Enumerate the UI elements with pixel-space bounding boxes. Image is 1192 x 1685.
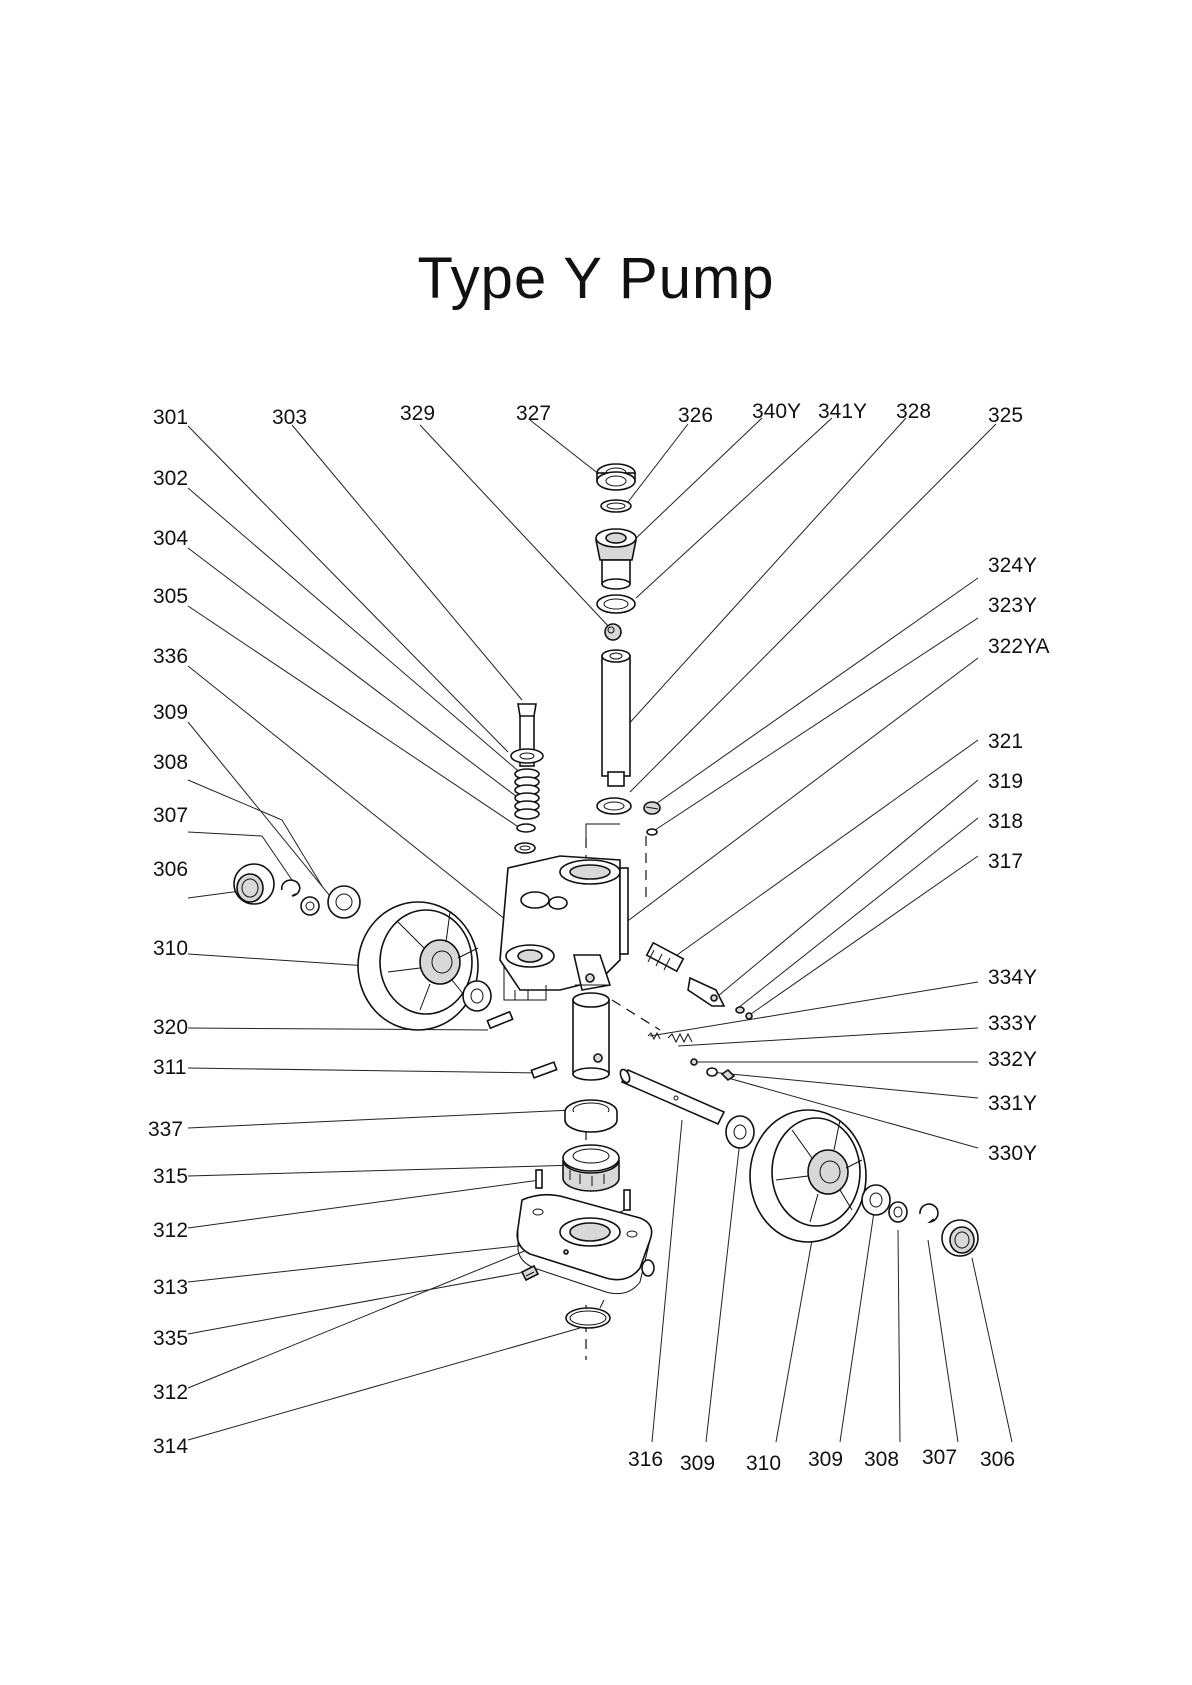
bearing-309-right [862, 1185, 890, 1215]
callout-341y: 341Y [818, 400, 867, 423]
plug-330y [722, 1070, 734, 1080]
callout-332y: 332Y [988, 1048, 1037, 1071]
callout-312-upper: 312 [153, 1219, 188, 1242]
callout-321: 321 [988, 730, 1023, 753]
callout-315: 315 [153, 1165, 188, 1188]
circlip-307-right [920, 1204, 938, 1222]
callout-311: 311 [153, 1056, 186, 1079]
callout-336: 336 [153, 645, 188, 668]
pin-312-left [536, 1170, 542, 1188]
callout-325: 325 [988, 404, 1023, 427]
ring-305 [515, 843, 535, 853]
callout-319: 319 [988, 770, 1023, 793]
callout-314: 314 [153, 1435, 188, 1458]
piston-328 [602, 650, 630, 786]
callout-303: 303 [272, 406, 307, 429]
spring-302 [515, 769, 539, 819]
callout-335: 335 [153, 1327, 188, 1350]
seat-331y [707, 1068, 717, 1076]
callout-301: 301 [153, 406, 188, 429]
callout-309-bottom-a: 309 [680, 1452, 715, 1475]
callout-316: 316 [628, 1448, 663, 1471]
wheel-310-left [358, 902, 478, 1030]
callout-317: 317 [988, 850, 1023, 873]
callout-313: 313 [153, 1276, 188, 1299]
callout-306-left: 306 [153, 858, 188, 881]
callout-306-bottom: 306 [980, 1448, 1015, 1471]
pin-320 [487, 1012, 512, 1028]
callout-309-bottom-b: 309 [808, 1448, 843, 1471]
base-plate-313 [517, 1195, 654, 1294]
callout-304: 304 [153, 527, 188, 550]
washer-323y [647, 829, 657, 835]
circlip-314 [566, 1300, 610, 1328]
wheel-310-right [750, 1110, 866, 1242]
cap-306-left [234, 864, 274, 904]
screw-318 [736, 1007, 744, 1013]
callout-329: 329 [400, 402, 435, 425]
screw-324y [644, 802, 660, 814]
spring-333y [668, 1034, 692, 1042]
pump-body [500, 856, 628, 1000]
seal-337 [565, 1100, 617, 1132]
callout-328: 328 [896, 400, 931, 423]
bearing-309-inner [463, 981, 491, 1011]
pin-312-right [624, 1190, 630, 1210]
callout-324y: 324Y [988, 554, 1037, 577]
fitting-335 [522, 1266, 538, 1280]
callout-340y: 340Y [752, 400, 801, 423]
callout-333y: 333Y [988, 1012, 1037, 1035]
bearing-315 [563, 1145, 619, 1191]
callout-307-bottom: 307 [922, 1446, 957, 1469]
callout-302: 302 [153, 467, 188, 490]
washer-301 [511, 749, 543, 763]
callout-327: 327 [516, 402, 551, 425]
ring-317 [746, 1013, 752, 1019]
callout-307-left: 307 [153, 804, 188, 827]
spring-334y [648, 1033, 660, 1039]
washer-308-left [301, 897, 319, 915]
valve-321 [647, 943, 684, 971]
callout-331y: 331Y [988, 1092, 1037, 1115]
lever-319 [688, 978, 724, 1006]
circlip-307-left [282, 880, 300, 896]
callout-320: 320 [153, 1016, 188, 1039]
ball-332y [691, 1059, 697, 1065]
pin-311 [531, 1062, 556, 1078]
callout-308-left: 308 [153, 751, 188, 774]
callout-318: 318 [988, 810, 1023, 833]
callout-334y: 334Y [988, 966, 1037, 989]
washer-308-right [889, 1202, 907, 1222]
callout-337: 337 [148, 1118, 183, 1141]
diagram-title: Type Y Pump [417, 246, 774, 311]
callout-326: 326 [678, 404, 713, 427]
callout-310-left: 310 [153, 937, 188, 960]
cap-306-right [942, 1220, 978, 1256]
callout-323y: 323Y [988, 594, 1037, 617]
callout-330y: 330Y [988, 1142, 1037, 1165]
bearing-309-right-inner [726, 1116, 754, 1148]
ball-329 [605, 624, 621, 640]
callout-308-bottom: 308 [864, 1448, 899, 1471]
callout-305: 305 [153, 585, 188, 608]
top-seal-stack [596, 464, 636, 613]
seal-325 [597, 798, 631, 814]
bearing-309-left [328, 886, 360, 918]
post-336 [573, 993, 609, 1080]
callout-310-bottom: 310 [746, 1452, 781, 1475]
callout-322ya: 322YA [988, 635, 1050, 658]
callout-309-left: 309 [153, 701, 188, 724]
callout-312-lower: 312 [153, 1381, 188, 1404]
pump-shaft-316 [618, 1068, 724, 1124]
washer-304 [517, 824, 535, 832]
